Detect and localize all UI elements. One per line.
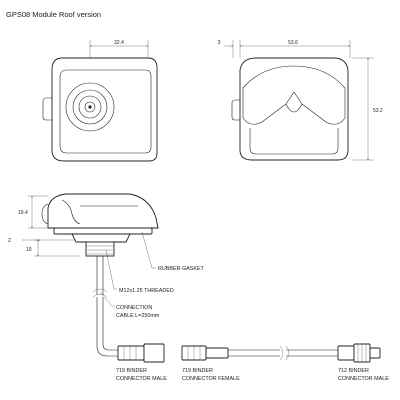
connector-719-female-label-line1: 719 BINDER — [182, 368, 213, 374]
thread-label: M12x1.25 THREADED — [119, 288, 174, 294]
profile-height-dimension: 19.4 — [18, 195, 48, 229]
thread-length-label: 10 — [26, 247, 32, 253]
front-view: 32.4 — [42, 40, 158, 162]
front-lens — [65, 82, 115, 132]
connector-719-male-label-line1: 719 BINDER — [116, 368, 147, 374]
connector-712-male — [337, 343, 381, 363]
connector-719-female — [181, 345, 338, 361]
profile-height-label: 19.4 — [18, 210, 28, 216]
cable-label-line1: CONNECTION — [116, 305, 152, 311]
cable-label-line2: CABLE L=250mm — [116, 313, 160, 319]
connector-712-male-label-line1: 712 BINDER — [338, 368, 369, 374]
front-width-label: 32.4 — [114, 40, 124, 46]
profile-offset-dimension: 2 — [8, 238, 41, 244]
side-height-label: 53.2 — [373, 108, 383, 114]
front-width-dimension: 32.4 — [89, 40, 149, 58]
profile-offset-label: 2 — [8, 238, 11, 244]
side-width-label: 53.6 — [288, 40, 298, 46]
connector-712-male-label-line2: CONNECTOR MALE — [338, 376, 389, 382]
connector-719-male-label-line2: CONNECTOR MALE — [116, 376, 167, 382]
gasket-label: RUBBER GASKET — [158, 266, 205, 272]
side-view: 3 53.6 53.2 — [218, 40, 383, 161]
side-width-dimension: 3 53.6 — [218, 40, 351, 58]
connector-719-female-label-line2: CONNECTOR FEMALE — [182, 376, 240, 382]
profile-view: 19.4 2 10 — [8, 193, 381, 363]
page-title: GPS08 Module Roof version — [6, 10, 102, 19]
side-offset-label: 3 — [218, 40, 221, 46]
side-height-dimension: 53.2 — [352, 57, 383, 161]
connector-719-male — [117, 343, 165, 363]
